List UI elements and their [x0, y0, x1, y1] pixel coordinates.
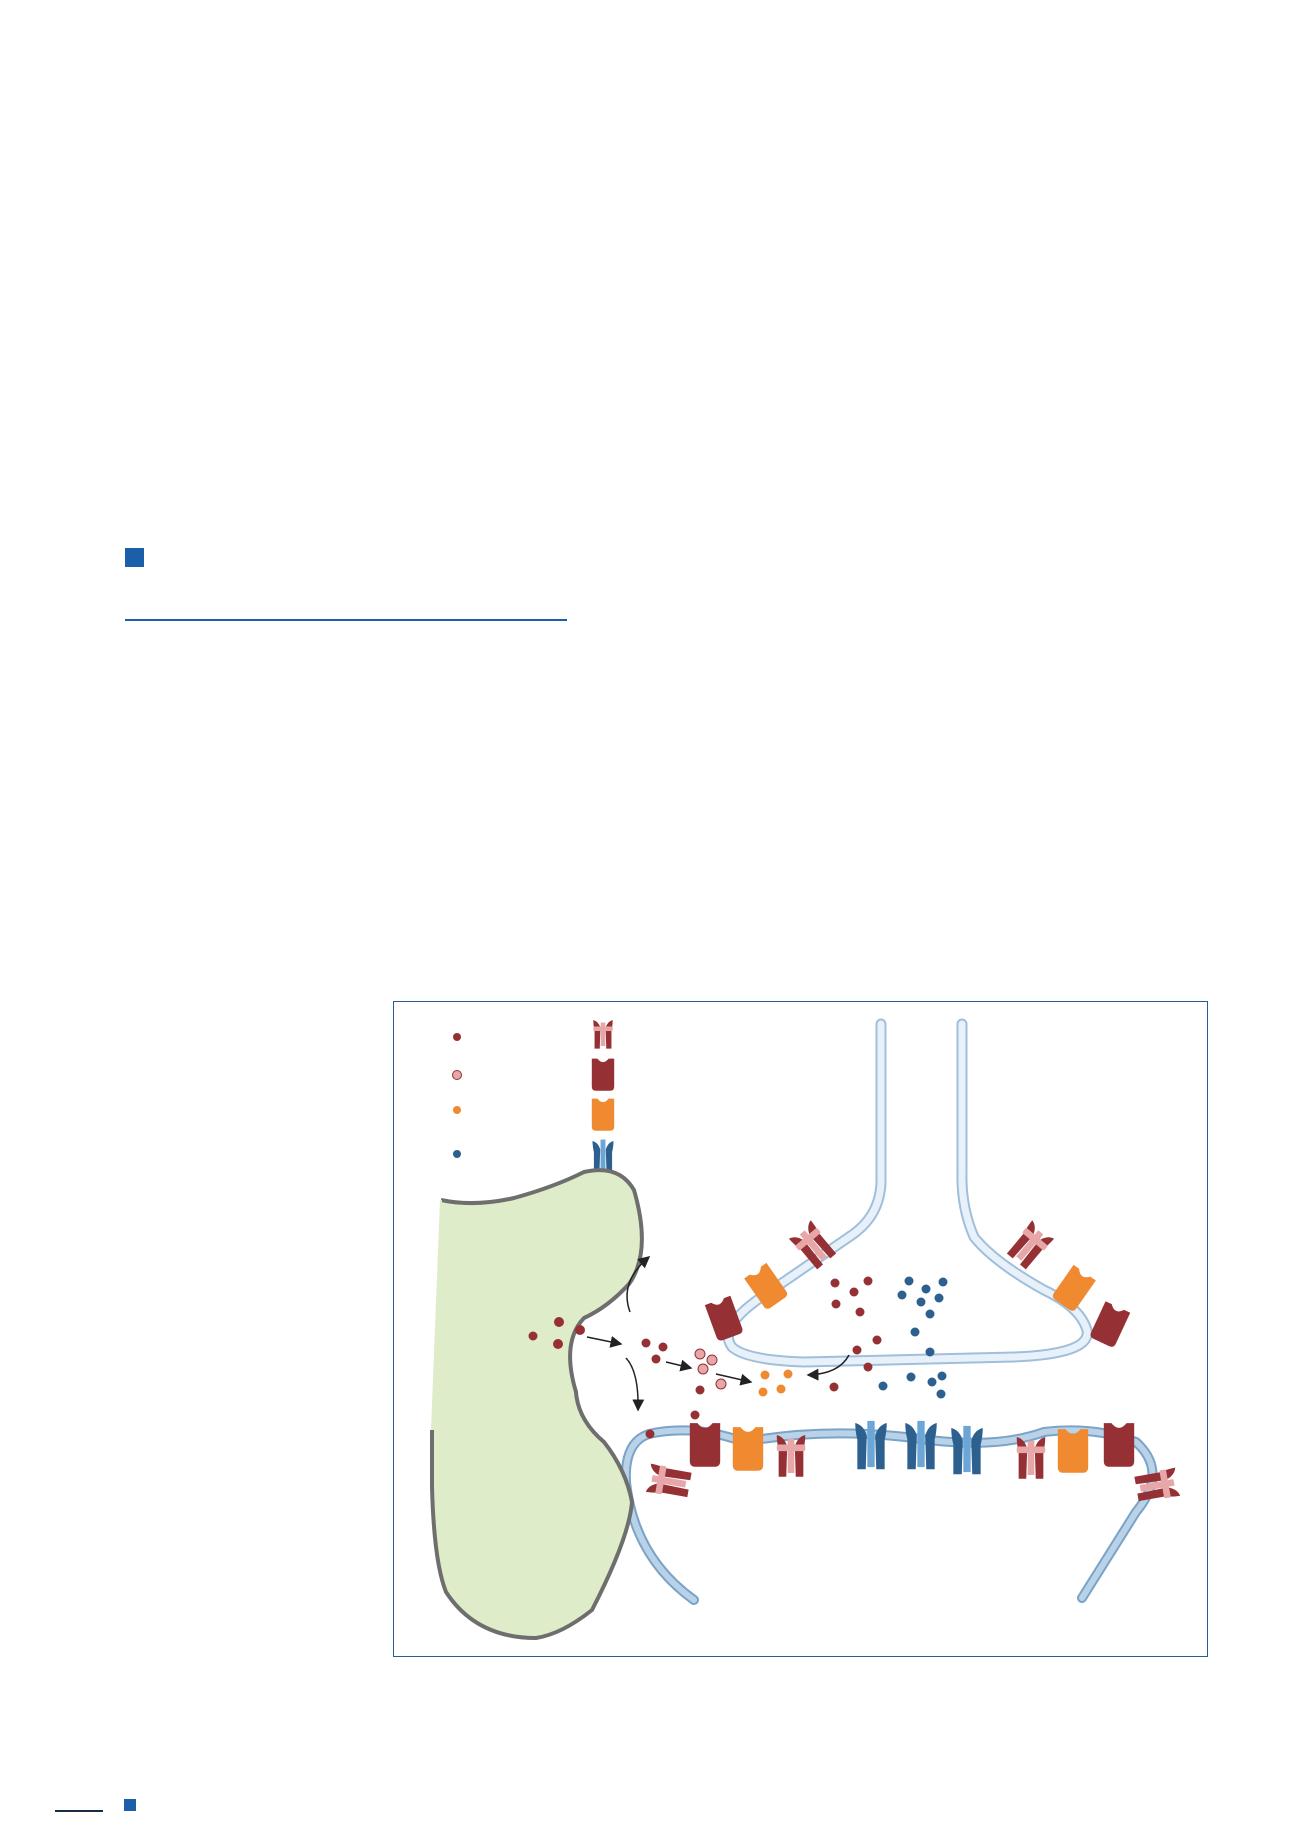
postsynaptic-channel-blue-1 [855, 1420, 887, 1470]
postsynaptic-channel-red-2 [1016, 1437, 1046, 1479]
presynaptic-cup-red-left [704, 1295, 744, 1342]
postsynaptic-channel-red-1 [776, 1435, 806, 1477]
presynaptic-channel-right [1005, 1220, 1055, 1271]
arrow-convert-pink [665, 1359, 693, 1372]
postsynaptic-cup-orange-2 [1057, 1429, 1089, 1473]
molecules [528, 1276, 948, 1439]
legend-dark-red-cup-icon [591, 1058, 615, 1091]
legend-dark-red-channel-icon [593, 1020, 613, 1049]
postsynaptic-channel-blue-2 [905, 1420, 937, 1470]
postsynaptic-channel-blue-3 [951, 1425, 983, 1475]
pathway-arrows [586, 1256, 850, 1412]
presynaptic-cup-orange-right [1051, 1264, 1096, 1313]
postsynaptic-cup-red-2 [1103, 1423, 1135, 1467]
cleft-blue-molecules [878, 1276, 948, 1399]
legend-orange-cup-icon [591, 1098, 615, 1131]
presynaptic-terminal [722, 1018, 1093, 1368]
glial-dark-red-molecules [528, 1317, 585, 1349]
cleft-pink-molecules [694, 1348, 727, 1390]
arrow-uptake-presynaptic [626, 1256, 651, 1313]
synapse-diagram [430, 1018, 1181, 1640]
legend-dark-red-dot [453, 1033, 461, 1041]
synapse-figure [393, 1001, 1208, 1657]
cleft-orange-molecules [758, 1369, 793, 1397]
legend-blue-dot [453, 1150, 461, 1158]
section-marker-icon [125, 548, 144, 567]
arrow-diffuse-down [625, 1357, 645, 1412]
postsynaptic-channel-far-left [645, 1463, 692, 1499]
glial-cell [430, 1168, 644, 1640]
cleft-dark-red-molecules [641, 1276, 882, 1439]
legend [452, 1020, 615, 1172]
postsynaptic-channel-far-right [1134, 1467, 1181, 1503]
legend-blue-channel-icon [592, 1139, 614, 1172]
postsynaptic-cup-red-1 [689, 1423, 721, 1467]
section-heading-rule [125, 619, 567, 621]
postsynaptic-cup-orange-1 [732, 1427, 764, 1471]
presynaptic-cup-red-right [1089, 1301, 1131, 1349]
arrow-return-orange [806, 1354, 850, 1381]
legend-orange-dot [453, 1106, 461, 1114]
arrow-convert-orange [715, 1373, 753, 1386]
legend-pink-dot [452, 1070, 462, 1080]
arrow-release [586, 1336, 623, 1348]
footer-marker-icon [124, 1799, 136, 1811]
footer-rule [55, 1810, 103, 1812]
